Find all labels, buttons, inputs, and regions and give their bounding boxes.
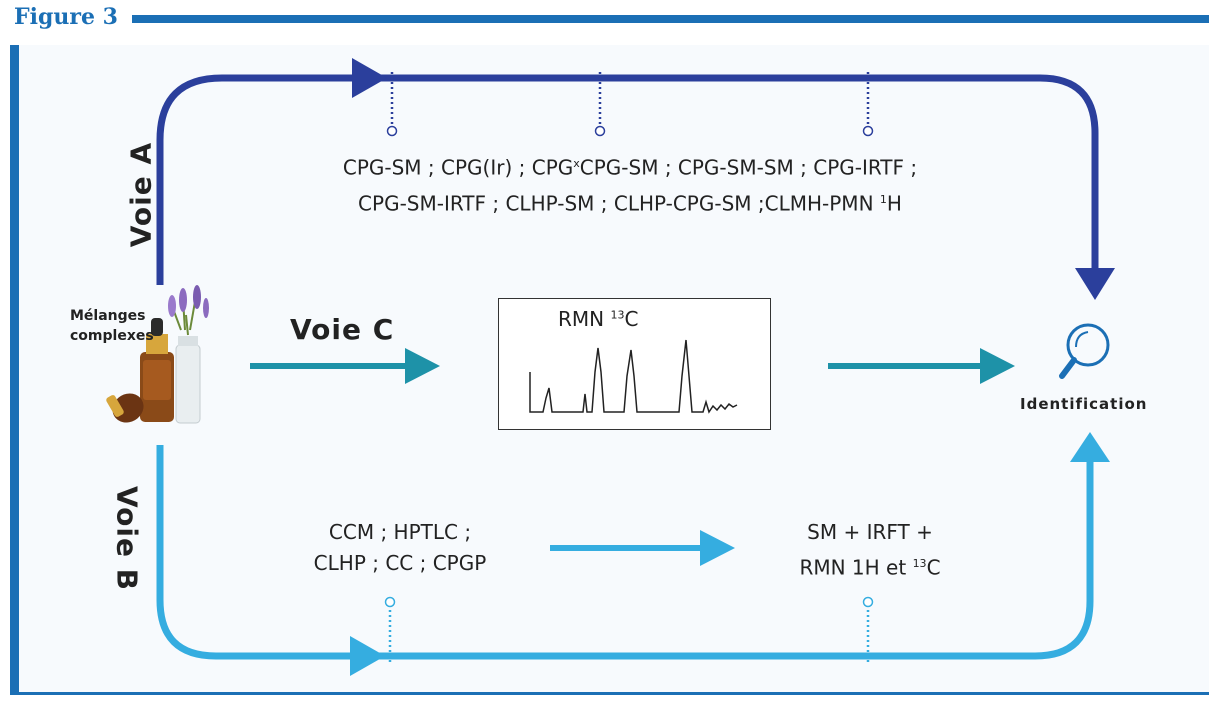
voie-b-separation-line-2: CLHP ; CC ; CPGP: [313, 551, 487, 575]
voie-b-arrowhead-end: [1070, 432, 1110, 462]
frame-bottom-border: [10, 692, 1209, 695]
voie-a-node-1: [386, 125, 398, 137]
voie-b-analysis-line-2: RMN 1H et 13C: [799, 555, 941, 580]
magnifier-icon: [1059, 323, 1110, 379]
source-label-line-1: Mélanges: [70, 308, 146, 324]
frame-left-border: [10, 45, 19, 695]
voie-a-node-2: [594, 125, 606, 137]
figure-title: Figure 3: [14, 4, 118, 30]
identification-label: Identification: [1020, 395, 1148, 413]
voie-b-analysis-methods: SM + IRFT + RMN 1H et 13C: [760, 517, 980, 584]
nmr-label: RMN 13C: [558, 307, 639, 331]
voie-b-path: [156, 445, 1094, 660]
voie-a-methods-line-1: CPG-SM ; CPG(Ir) ; CPGxCPG-SM ; CPG-SM-S…: [342, 155, 918, 180]
voie-c-arrowhead-2: [980, 348, 1015, 384]
voie-b-separation-methods: CCM ; HPTLC ; CLHP ; CC ; CPGP: [260, 517, 540, 579]
voie-b-analysis-line-1: SM + IRFT +: [807, 520, 933, 544]
voie-c-arrowhead-1: [405, 348, 440, 384]
voie-b-node-1: [384, 596, 396, 608]
voie-c-label: Voie C: [290, 313, 395, 346]
essential-oil-illustration: [106, 285, 209, 424]
voie-b-label: Voie B: [110, 485, 144, 592]
title-rule: [132, 15, 1209, 23]
voie-a-label: Voie A: [124, 141, 158, 248]
voie-a-methods: CPG-SM ; CPG(Ir) ; CPGxCPG-SM ; CPG-SM-S…: [230, 148, 1030, 219]
source-label-line-2: complexes: [70, 328, 154, 344]
voie-a-methods-line-2: CPG-SM-IRTF ; CLHP-SM ; CLHP-CPG-SM ;CLM…: [358, 191, 902, 216]
voie-a-node-3: [862, 125, 874, 137]
source-label: Mélanges complexes: [70, 306, 154, 346]
voie-a-arrowhead-start: [352, 58, 387, 98]
voie-a-path: [156, 74, 1099, 285]
voie-b-arrowhead-start: [350, 636, 385, 676]
voie-b-mid-arrowhead: [700, 530, 735, 566]
voie-b-separation-line-1: CCM ; HPTLC ;: [328, 520, 472, 544]
voie-a-arrowhead-end: [1075, 268, 1115, 300]
voie-b-node-2: [862, 596, 874, 608]
